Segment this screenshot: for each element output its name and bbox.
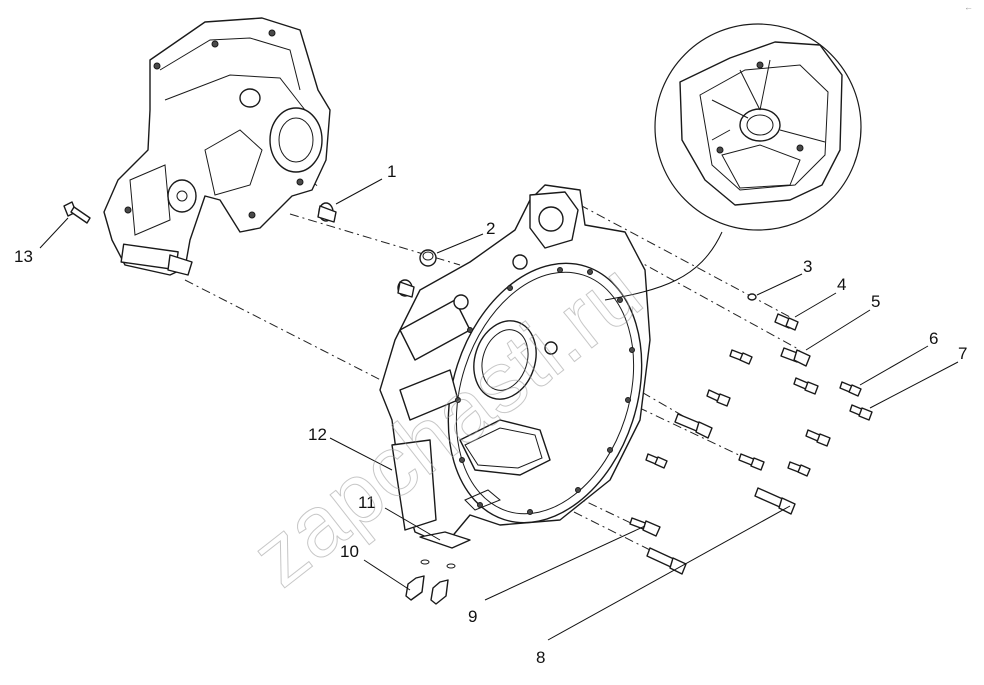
- callout-6: 6: [929, 329, 938, 348]
- callout-12: 12: [308, 425, 327, 444]
- corner-mark: ←: [964, 2, 973, 12]
- callout-1: 1: [387, 162, 396, 181]
- plug-2: [419, 249, 437, 267]
- bolt-13: [63, 201, 91, 224]
- callout-3: 3: [803, 257, 812, 276]
- flywheel-housing: [379, 184, 651, 546]
- callout-11: 11: [358, 493, 376, 512]
- leader-lines: [39, 178, 959, 641]
- callout-labels: 1 2 3 4 5 6 7 8 9 10 11 12 13: [14, 162, 967, 667]
- callout-10: 10: [340, 542, 359, 561]
- callout-13: 13: [14, 247, 33, 266]
- screws-10: [405, 559, 456, 605]
- detail-inset: [604, 23, 862, 301]
- bolts-right: [629, 313, 873, 575]
- gear-housing: [103, 17, 331, 276]
- callout-9: 9: [468, 607, 477, 626]
- dowel-sleeve-1: [317, 202, 337, 223]
- callout-4: 4: [837, 275, 846, 294]
- callout-5: 5: [871, 292, 880, 311]
- callout-7: 7: [958, 344, 967, 363]
- callout-8: 8: [536, 648, 545, 667]
- callout-2: 2: [486, 219, 495, 238]
- dowel-sleeve: [397, 279, 415, 298]
- o-ring-3: [747, 293, 757, 301]
